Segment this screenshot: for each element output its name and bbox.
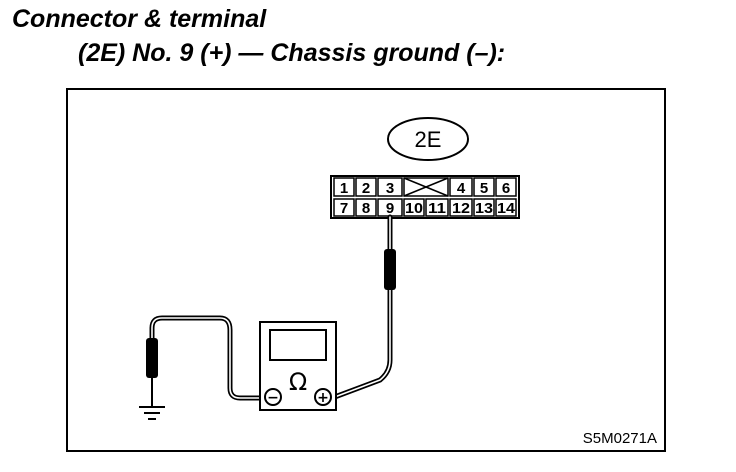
pin-cell bbox=[333, 177, 355, 197]
pin-11-label: 11 bbox=[428, 200, 446, 217]
pin-5-label: 5 bbox=[480, 180, 488, 197]
heading-line-1: Connector & terminal bbox=[12, 5, 267, 33]
blank-cell bbox=[403, 177, 449, 197]
pin-6-label: 6 bbox=[502, 180, 510, 197]
negative-probe bbox=[146, 338, 158, 378]
meter-display bbox=[269, 329, 327, 361]
heading-line-2: (2E) No. 9 (+) — Chassis ground (–): bbox=[78, 39, 506, 67]
ohmmeter: Ω − + bbox=[259, 321, 337, 411]
negative-probe-lead bbox=[146, 315, 267, 406]
pin-cell bbox=[333, 198, 355, 217]
pin-9-label: 9 bbox=[386, 200, 394, 217]
positive-probe-lead bbox=[329, 214, 396, 401]
pin-3-label: 3 bbox=[386, 180, 394, 197]
pin-cell bbox=[425, 198, 449, 217]
pin-cell bbox=[473, 198, 495, 217]
positive-terminal bbox=[314, 388, 332, 406]
pin-14-label: 14 bbox=[497, 200, 516, 217]
pin-12-label: 12 bbox=[452, 200, 470, 217]
connector-label: 2E bbox=[415, 127, 442, 152]
pin-7-label: 7 bbox=[340, 200, 348, 217]
pin-cell bbox=[449, 198, 473, 217]
pin-4-label: 4 bbox=[457, 180, 466, 197]
connector-outline bbox=[330, 175, 520, 219]
pin-13-label: 13 bbox=[475, 200, 493, 217]
pin-cell bbox=[403, 198, 425, 217]
connector-label-ellipse bbox=[387, 117, 469, 161]
negative-terminal-sign: − bbox=[267, 390, 279, 406]
pin-2-label: 2 bbox=[362, 180, 370, 197]
pin-10-label: 10 bbox=[405, 200, 423, 217]
positive-terminal-sign: + bbox=[317, 390, 329, 406]
pin-cell bbox=[355, 198, 377, 217]
pin-8-label: 8 bbox=[362, 200, 370, 217]
pin-1-label: 1 bbox=[340, 180, 348, 197]
diagram-frame bbox=[66, 88, 666, 452]
ohm-symbol: Ω bbox=[289, 368, 307, 396]
pin-cell bbox=[449, 177, 473, 197]
figure-code: S5M0271A bbox=[583, 430, 657, 447]
pin-cell bbox=[495, 177, 517, 197]
pin-cell bbox=[495, 198, 517, 217]
pin-cell bbox=[473, 177, 495, 197]
blank-cell-cross bbox=[403, 177, 449, 197]
connector-2e: 1 2 3 4 5 6 7 8 9 10 11 12 13 14 bbox=[330, 175, 520, 219]
pin-cell bbox=[377, 177, 403, 197]
chassis-ground-icon bbox=[139, 406, 165, 420]
negative-terminal bbox=[264, 388, 282, 406]
positive-probe bbox=[384, 249, 396, 290]
pin-cell bbox=[355, 177, 377, 197]
